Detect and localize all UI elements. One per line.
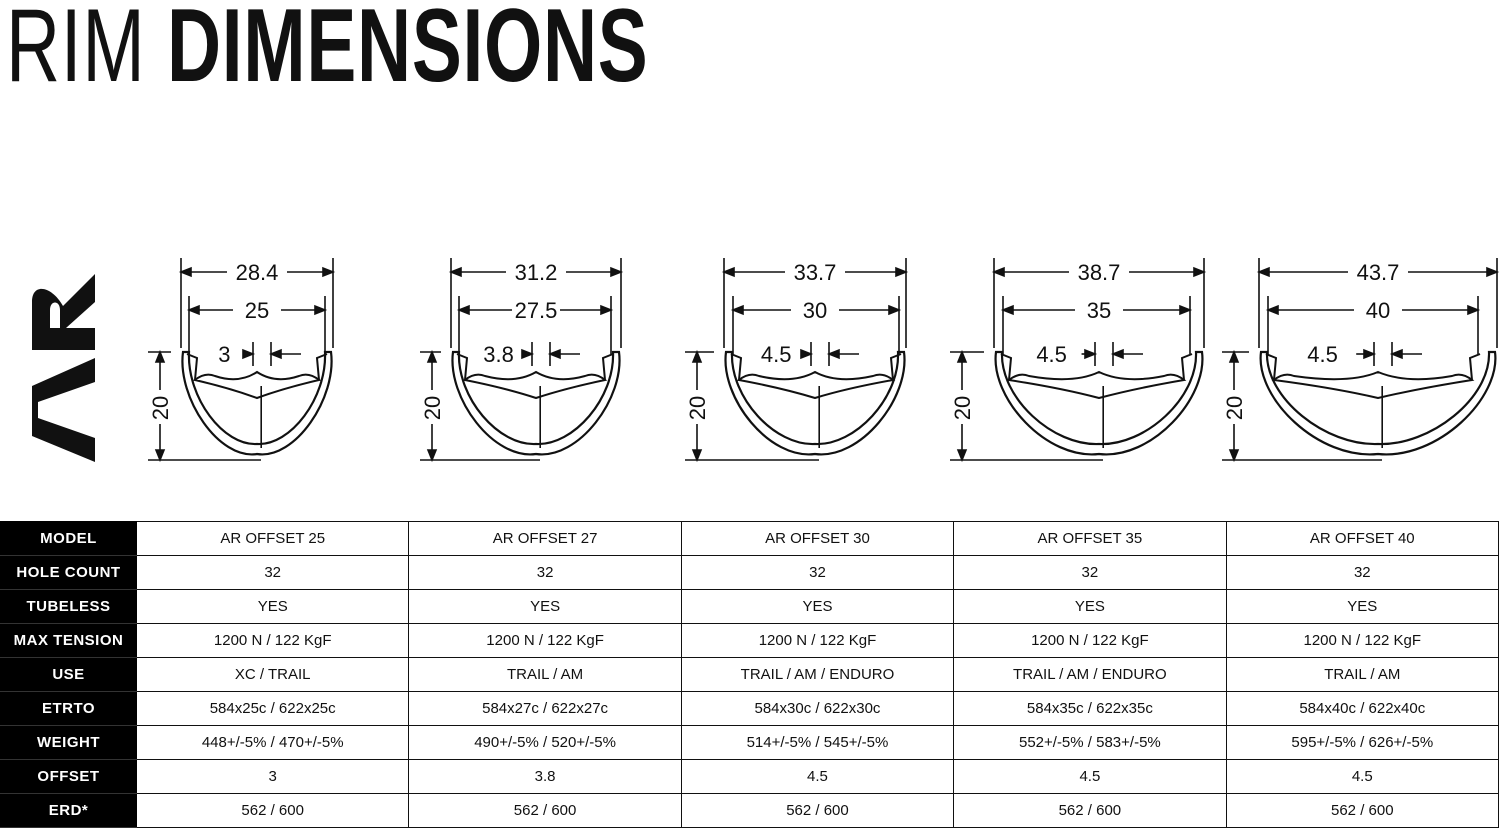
table-cell: AR OFFSET 27 [408, 521, 682, 556]
offset-label: 4.5 [1036, 342, 1067, 367]
inner-width-label: 27.5 [515, 298, 558, 323]
depth-label: 20 [685, 396, 710, 420]
table-cell: 552+/-5% / 583+/-5% [953, 725, 1227, 760]
depth-label: 20 [1222, 396, 1247, 420]
table-cell: TRAIL / AM [408, 657, 682, 692]
table-cell: YES [1225, 589, 1500, 624]
row-header: OFFSET [0, 759, 137, 794]
table-cell: TRAIL / AM / ENDURO [680, 657, 955, 692]
rim-profile-svg: 28.4 25 3 20 [148, 258, 336, 463]
table-cell: 3 [135, 759, 410, 794]
table-cell: 4.5 [1225, 759, 1500, 794]
table-cell: 32 [135, 555, 410, 590]
table-cell: 448+/-5% / 470+/-5% [135, 725, 410, 760]
table-cell: 4.5 [953, 759, 1227, 794]
table-cell: YES [953, 589, 1227, 624]
rim-profile-svg: 38.7 35 4.5 20 [950, 258, 1207, 463]
outer-width-label: 28.4 [236, 260, 279, 285]
row-header: MODEL [0, 521, 137, 556]
rim-diagram-5: 43.7 40 4.5 20 [1220, 248, 1500, 473]
table-cell: 1200 N / 122 KgF [408, 623, 682, 658]
table-cell: 32 [408, 555, 682, 590]
inner-width-label: 30 [803, 298, 827, 323]
title-light: RIM [6, 0, 146, 104]
row-header: USE [0, 657, 137, 692]
table-cell: 584x35c / 622x35c [953, 691, 1227, 726]
table-cell: 32 [680, 555, 955, 590]
table-cell: 562 / 600 [408, 793, 682, 828]
table-cell: 584x40c / 622x40c [1225, 691, 1500, 726]
offset-label: 4.5 [761, 342, 792, 367]
outer-width-label: 38.7 [1078, 260, 1121, 285]
table-cell: 584x27c / 622x27c [408, 691, 682, 726]
table-cell: 514+/-5% / 545+/-5% [680, 725, 955, 760]
table-cell: 584x30c / 622x30c [680, 691, 955, 726]
rim-profile-svg: 31.2 27.53.8 20 [420, 258, 624, 463]
outer-width-label: 31.2 [515, 260, 558, 285]
table-cell: 490+/-5% / 520+/-5% [408, 725, 682, 760]
outer-width-label: 43.7 [1357, 260, 1400, 285]
offset-label: 3 [218, 342, 230, 367]
rim-diagram-3: 33.7 30 4.5 20 [683, 248, 943, 473]
title-bold: DIMENSIONS [166, 0, 649, 104]
table-cell: XC / TRAIL [135, 657, 410, 692]
inner-width-label: 40 [1366, 298, 1390, 323]
table-cell: 3.8 [408, 759, 682, 794]
offset-label: 3.8 [483, 342, 514, 367]
inner-width-label: 25 [245, 298, 269, 323]
table-cell: 562 / 600 [135, 793, 410, 828]
table-cell: 595+/-5% / 626+/-5% [1225, 725, 1500, 760]
row-header: HOLE COUNT [0, 555, 137, 590]
row-header: TUBELESS [0, 589, 137, 624]
table-cell: 32 [953, 555, 1227, 590]
table-cell: 1200 N / 122 KgF [953, 623, 1227, 658]
table-cell: AR OFFSET 30 [680, 521, 955, 556]
depth-label: 20 [420, 396, 445, 420]
rim-profile-svg: 43.7 40 4.5 20 [1222, 258, 1500, 463]
table-cell: 1200 N / 122 KgF [135, 623, 410, 658]
table-cell: 4.5 [680, 759, 955, 794]
rim-diagram-1: 28.4 25 3 20 [146, 248, 406, 473]
rim-diagram-4: 38.7 35 4.5 20 [948, 248, 1208, 473]
table-cell: 562 / 600 [680, 793, 955, 828]
row-header: WEIGHT [0, 725, 137, 760]
row-header: ERD* [0, 793, 137, 828]
table-cell: TRAIL / AM [1225, 657, 1500, 692]
ar-series-logo [32, 274, 95, 462]
table-cell: AR OFFSET 25 [135, 521, 410, 556]
depth-label: 20 [148, 396, 173, 420]
table-cell: YES [135, 589, 410, 624]
table-cell: 562 / 600 [1225, 793, 1500, 828]
table-cell: 584x25c / 622x25c [135, 691, 410, 726]
table-cell: AR OFFSET 35 [953, 521, 1227, 556]
offset-label: 4.5 [1307, 342, 1338, 367]
row-header: MAX TENSION [0, 623, 137, 658]
depth-label: 20 [950, 396, 975, 420]
row-header: ETRTO [0, 691, 137, 726]
table-cell: YES [408, 589, 682, 624]
table-cell: 32 [1225, 555, 1500, 590]
rim-profile-svg: 33.7 30 4.5 20 [685, 258, 909, 463]
table-cell: YES [680, 589, 955, 624]
table-cell: TRAIL / AM / ENDURO [953, 657, 1227, 692]
table-cell: 562 / 600 [953, 793, 1227, 828]
table-cell: 1200 N / 122 KgF [680, 623, 955, 658]
table-cell: 1200 N / 122 KgF [1225, 623, 1500, 658]
inner-width-label: 35 [1087, 298, 1111, 323]
table-cell: AR OFFSET 40 [1225, 521, 1500, 556]
outer-width-label: 33.7 [794, 260, 837, 285]
page-title: RIM DIMENSIONS [6, 0, 648, 98]
